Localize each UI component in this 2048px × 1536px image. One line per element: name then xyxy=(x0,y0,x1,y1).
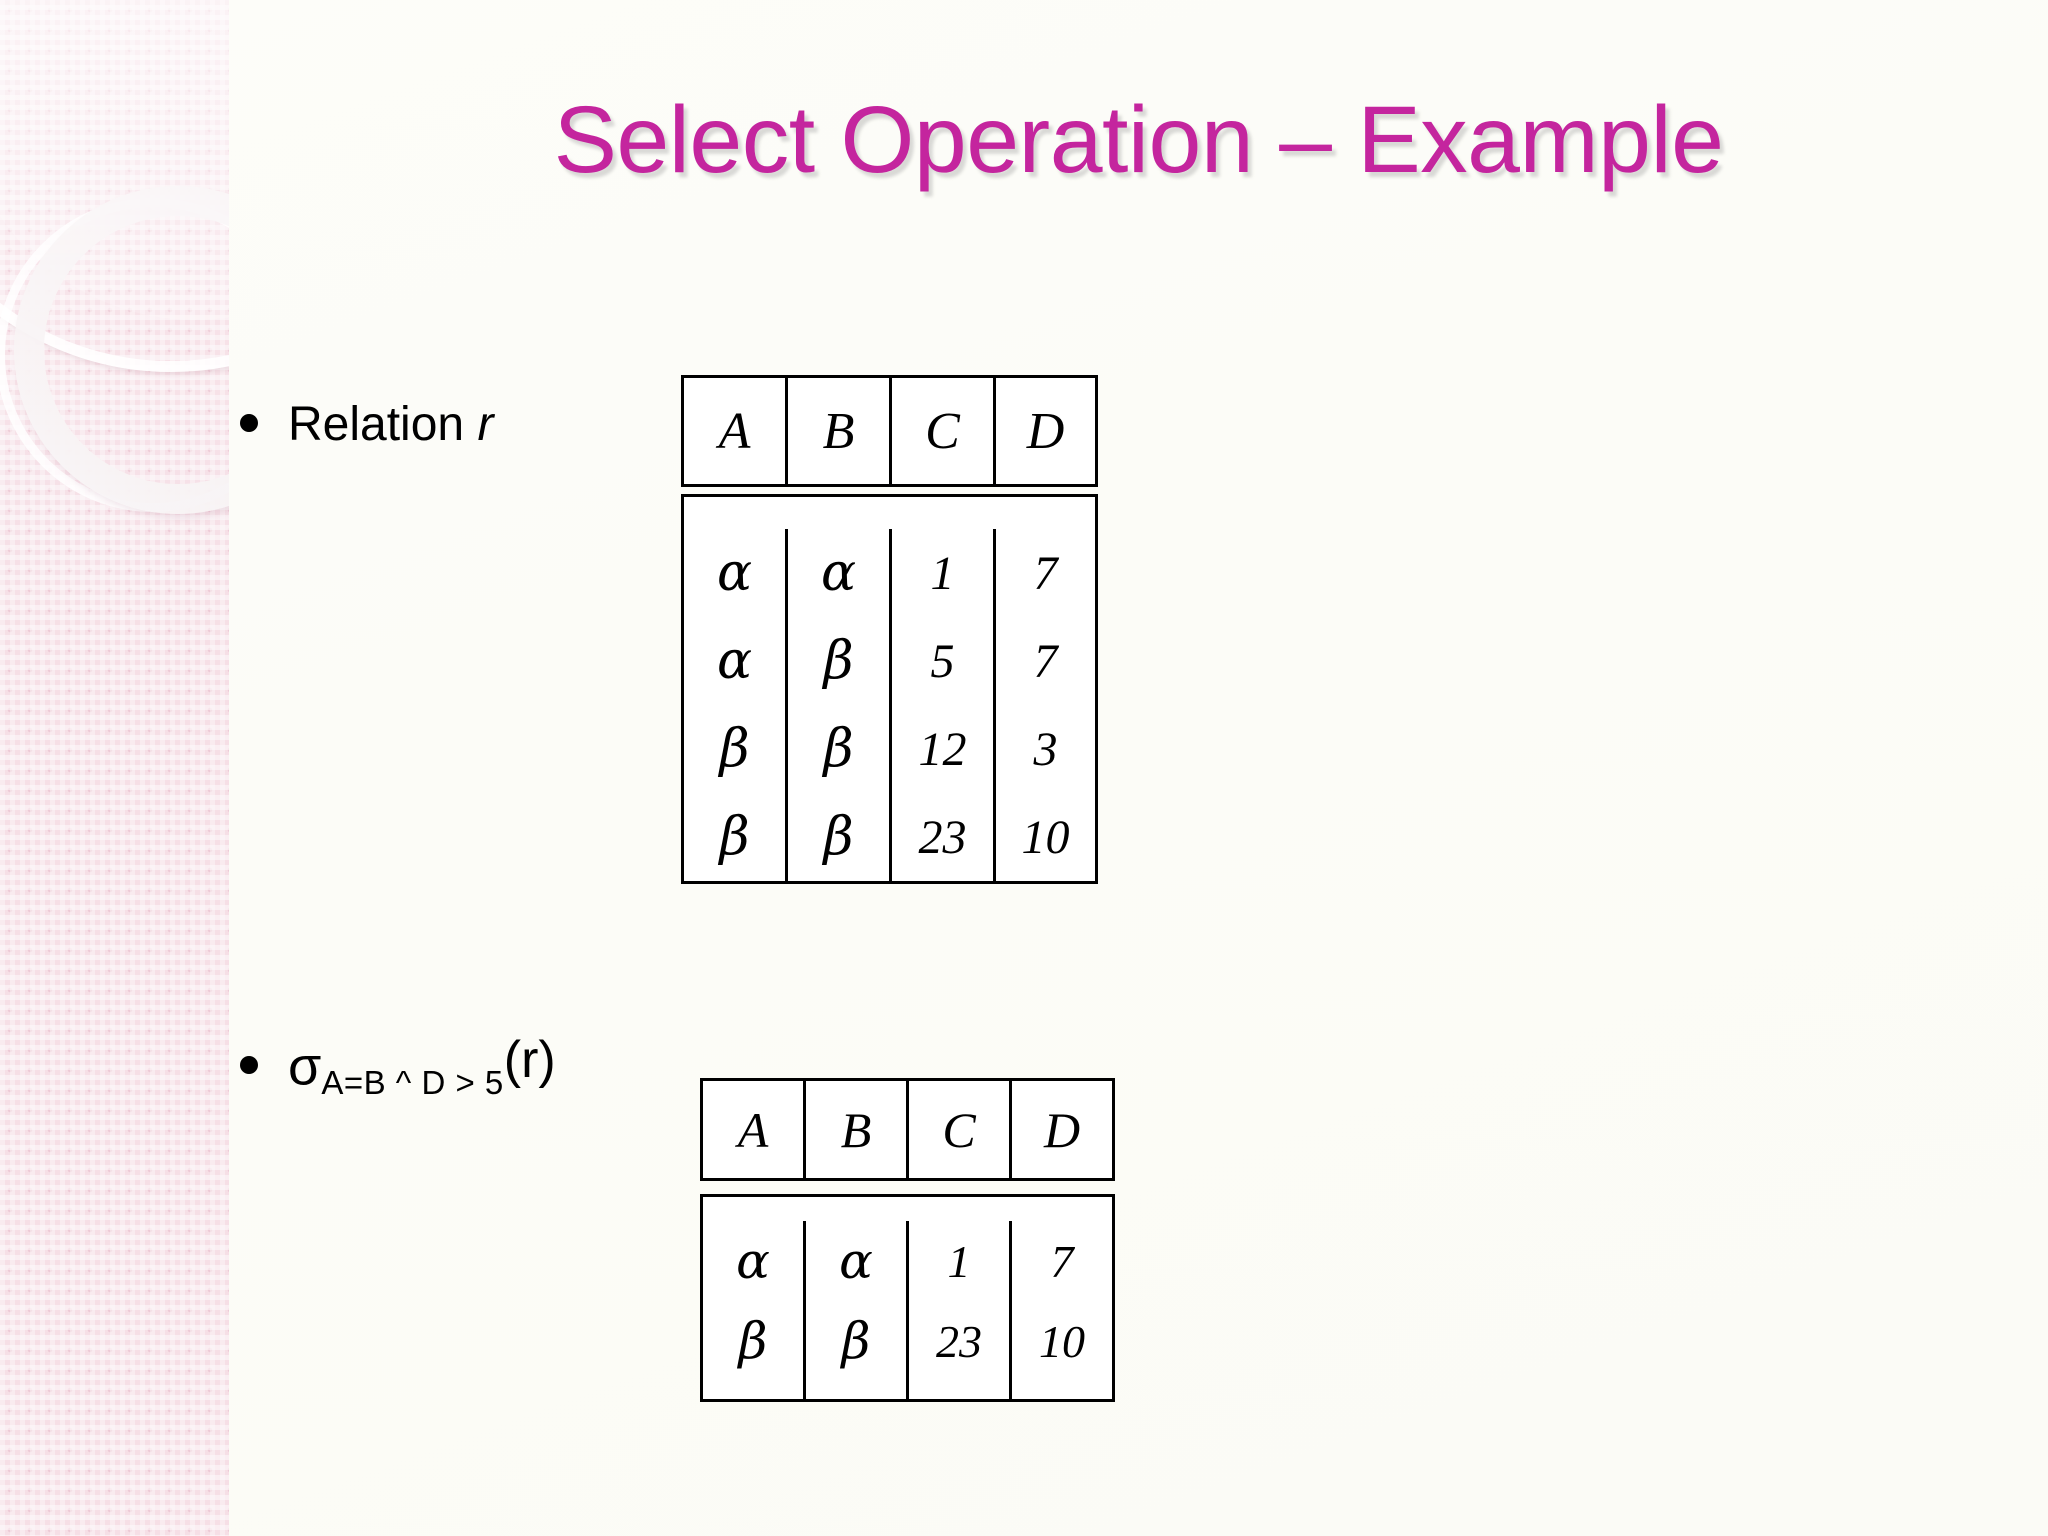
sigma-subscript: A=B ^ D > 5 xyxy=(321,1064,504,1102)
table-cell: β xyxy=(823,719,854,779)
bullet-sigma-expression: σA=B ^ D > 5(r) xyxy=(240,1030,556,1113)
table-cell: 7 xyxy=(1033,546,1058,600)
table-cell: β xyxy=(719,719,750,779)
column-header-a: A xyxy=(718,402,751,460)
relation-r-body: α α β β α β β β 1 5 12 23 7 7 3 10 xyxy=(681,494,1098,884)
sigma-result-column-b: α β xyxy=(806,1221,909,1399)
table-cell: 10 xyxy=(1039,1315,1085,1367)
relation-r-header-col-a: A xyxy=(684,378,788,484)
table-cell: α xyxy=(716,543,753,603)
sigma-result-header-col-b: B xyxy=(806,1081,909,1178)
sigma-result-column-d: 7 10 xyxy=(1012,1221,1112,1399)
table-cell: 12 xyxy=(918,722,967,776)
sigma-result-column-a: α β xyxy=(703,1221,806,1399)
table-cell: 5 xyxy=(930,634,955,688)
sigma-result-column-c: 1 23 xyxy=(909,1221,1012,1399)
table-cell: α xyxy=(716,631,753,691)
relation-r-column-a: α α β β xyxy=(684,529,788,881)
sigma-result-header-col-c: C xyxy=(909,1081,1012,1178)
column-header-b: B xyxy=(840,1101,872,1158)
table-cell: β xyxy=(738,1312,768,1370)
sigma-result-header-col-a: A xyxy=(703,1081,806,1178)
sidebar-sheen-overlay xyxy=(0,0,229,1536)
relation-r-column-d: 7 7 3 10 xyxy=(996,529,1095,881)
relation-r-header-col-b: B xyxy=(788,378,892,484)
sigma-argument: (r) xyxy=(503,1031,556,1089)
table-cell: 10 xyxy=(1021,810,1070,864)
table-cell: α xyxy=(839,1232,873,1290)
column-header-c: C xyxy=(942,1101,976,1158)
relation-label-text: Relation xyxy=(288,398,478,451)
decorative-sidebar xyxy=(0,0,229,1536)
relation-r-header-col-d: D xyxy=(996,378,1095,484)
sigma-result-body: α β α β 1 23 7 10 xyxy=(700,1194,1115,1402)
relation-r-column-c: 1 5 12 23 xyxy=(892,529,996,881)
table-cell: β xyxy=(841,1312,871,1370)
relation-r-header-row: A B C D xyxy=(681,375,1098,487)
table-cell: β xyxy=(823,631,854,691)
table-cell: 23 xyxy=(918,810,967,864)
column-header-d: D xyxy=(1043,1101,1081,1158)
table-cell: 23 xyxy=(936,1315,982,1367)
relation-variable: r xyxy=(477,398,494,451)
sigma-result-header-row: A B C D xyxy=(700,1078,1115,1181)
column-header-c: C xyxy=(925,402,960,460)
sigma-result-header-col-d: D xyxy=(1012,1081,1112,1178)
sigma-operator-icon: σ xyxy=(288,1036,322,1097)
table-cell: 1 xyxy=(947,1235,971,1287)
bullet-dot-icon xyxy=(240,414,258,432)
table-cell: 7 xyxy=(1033,634,1058,688)
page-title: Select Operation – Example xyxy=(553,87,1724,193)
table-cell: 7 xyxy=(1050,1235,1074,1287)
table-cell: 1 xyxy=(930,546,955,600)
table-cell: α xyxy=(736,1232,770,1290)
relation-label: Relation r xyxy=(288,396,493,454)
table-cell: 3 xyxy=(1033,722,1058,776)
column-header-b: B xyxy=(822,402,855,460)
relation-r-table: A B C D α α β β α β β β xyxy=(681,375,1098,884)
table-cell: β xyxy=(823,807,854,867)
column-header-d: D xyxy=(1026,402,1065,460)
sigma-expression: σA=B ^ D > 5(r) xyxy=(288,1030,556,1113)
table-cell: α xyxy=(820,543,857,603)
relation-r-header-col-c: C xyxy=(892,378,996,484)
bullet-relation-r: Relation r xyxy=(240,396,493,454)
relation-r-column-b: α β β β xyxy=(788,529,892,881)
column-header-a: A xyxy=(737,1101,769,1158)
bullet-dot-icon xyxy=(240,1056,258,1074)
table-cell: β xyxy=(719,807,750,867)
sigma-result-table: A B C D α β α β 1 23 xyxy=(700,1078,1115,1402)
